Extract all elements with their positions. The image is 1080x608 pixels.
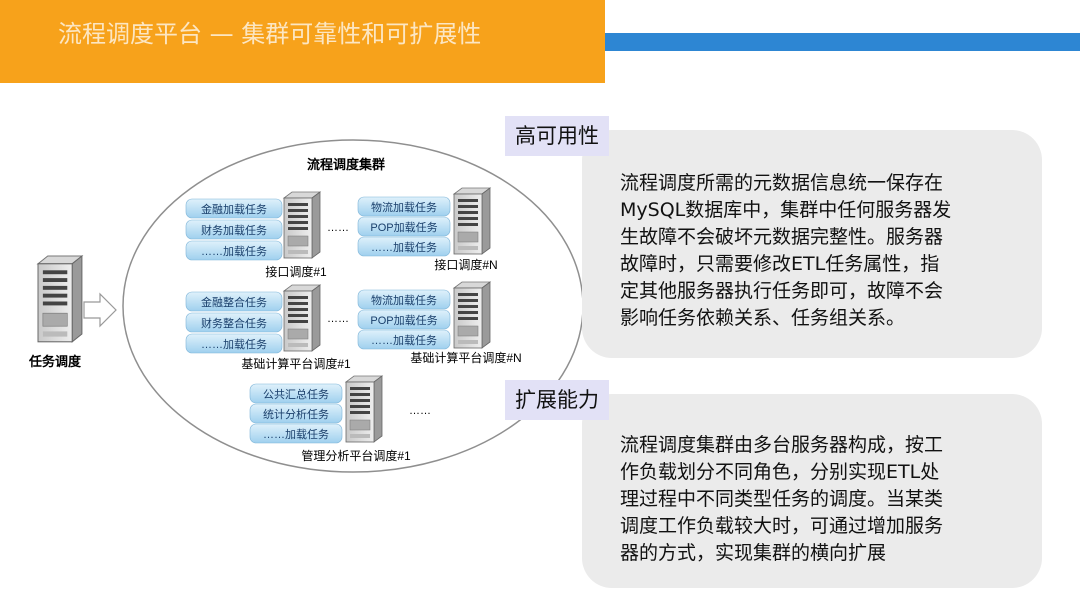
text-line: 作负载划分不同角色，分别实现ETL处: [620, 461, 940, 483]
group-interface-1: 金融加载任务 财务加载任务 ……加载任务 接口调度#1: [185, 191, 327, 279]
text-line: 生故障不会破坏元数据完整性。服务器: [620, 226, 944, 248]
cluster-diagram: 流程调度集群 任务调度 金融加载任务 财务加载任务 ……加载任务 接口调度#1 …: [28, 139, 584, 473]
task-label: ……加载任务: [371, 241, 437, 254]
text-line: 故障时，只需要修改ETL任务属性，指: [620, 253, 940, 275]
task-pill: [357, 329, 451, 350]
group-label: 管理分析平台调度#1: [301, 448, 411, 463]
task-label: 财务加载任务: [201, 223, 267, 237]
text-line: 定其他服务器执行任务即可，故障不会: [620, 280, 944, 302]
server-icon: [283, 191, 321, 259]
scalability-box: 流程调度集群由多台服务器构成，按工 作负载划分不同角色，分别实现ETL处 理过程…: [582, 394, 1042, 588]
task-pill: [357, 309, 451, 330]
server-icon: [453, 281, 491, 349]
task-label: 金融加载任务: [201, 202, 267, 216]
group-interface-n: 物流加载任务 POP加载任务 ……加载任务 接口调度#N: [357, 187, 498, 272]
server-icon: [453, 187, 491, 255]
task-label: 财务整合任务: [201, 316, 267, 330]
task-label: ……加载任务: [263, 428, 329, 441]
task-pill: [249, 403, 343, 424]
ellipsis: ……: [409, 405, 431, 417]
group-label: 基础计算平台调度#1: [241, 356, 351, 371]
task-label: 物流加载任务: [371, 200, 437, 214]
task-pill: [185, 198, 283, 219]
task-pill: [185, 291, 283, 312]
task-pill: [249, 423, 343, 444]
scheduler-label: 任务调度: [28, 354, 82, 369]
high-availability-box: 流程调度所需的元数据信息统一保存在 MySQL数据库中，集群中任何服务器发 生故…: [582, 130, 1042, 358]
scalability-title: 扩展能力: [505, 380, 609, 420]
task-label: ……加载任务: [201, 338, 267, 351]
page-title: 流程调度平台 — 集群可靠性和可扩展性: [58, 20, 482, 48]
task-label: 物流加载任务: [371, 293, 437, 307]
task-label: 统计分析任务: [263, 407, 329, 421]
scheduler-server-icon: [37, 255, 83, 343]
text-line: 影响任务依赖关系、任务组关系。: [620, 307, 906, 329]
text-line: 流程调度所需的元数据信息统一保存在: [620, 172, 944, 194]
scalability-text: 流程调度集群由多台服务器构成，按工 作负载划分不同角色，分别实现ETL处 理过程…: [620, 432, 943, 567]
task-pill: [185, 219, 283, 240]
task-label: 金融整合任务: [201, 295, 267, 309]
header-accent-bar: [605, 33, 1080, 51]
text-line: 流程调度集群由多台服务器构成，按工: [620, 434, 944, 456]
task-pill: [185, 312, 283, 333]
ellipsis: ……: [327, 313, 349, 325]
group-compute-1: 金融整合任务 财务整合任务 ……加载任务 基础计算平台调度#1: [185, 284, 351, 371]
task-pill: [185, 333, 283, 354]
text-line: 器的方式，实现集群的横向扩展: [620, 542, 887, 564]
high-availability-text: 流程调度所需的元数据信息统一保存在 MySQL数据库中，集群中任何服务器发 生故…: [620, 170, 951, 332]
group-label: 基础计算平台调度#N: [410, 350, 521, 365]
group-analysis-1: 公共汇总任务 统计分析任务 ……加载任务 管理分析平台调度#1: [249, 375, 411, 463]
task-pill: [357, 289, 451, 310]
task-pill: [185, 240, 283, 261]
group-label: 接口调度#1: [265, 264, 327, 279]
text-line: MySQL数据库中，集群中任何服务器发: [620, 199, 952, 221]
task-label: ……加载任务: [201, 245, 267, 258]
task-pill: [249, 383, 343, 404]
text-line: 调度工作负载较大时，可通过增加服务: [620, 515, 944, 537]
server-icon: [283, 284, 321, 352]
dispatch-arrow-icon: [83, 292, 117, 328]
task-pill: [357, 236, 451, 257]
server-icon: [345, 375, 383, 443]
header-bar: 流程调度平台 — 集群可靠性和可扩展性: [0, 0, 605, 83]
task-pill: [357, 196, 451, 217]
task-label: POP加载任务: [370, 314, 437, 327]
task-pill: [357, 216, 451, 237]
ellipsis: ……: [327, 222, 349, 234]
cluster-title: 流程调度集群: [307, 157, 385, 172]
task-label: POP加载任务: [370, 221, 437, 234]
task-label: ……加载任务: [371, 334, 437, 347]
group-label: 接口调度#N: [434, 257, 497, 272]
group-compute-n: 物流加载任务 POP加载任务 ……加载任务 基础计算平台调度#N: [357, 281, 522, 365]
task-label: 公共汇总任务: [263, 387, 329, 401]
high-availability-title: 高可用性: [505, 116, 609, 156]
text-line: 理过程中不同类型任务的调度。当某类: [620, 488, 944, 510]
